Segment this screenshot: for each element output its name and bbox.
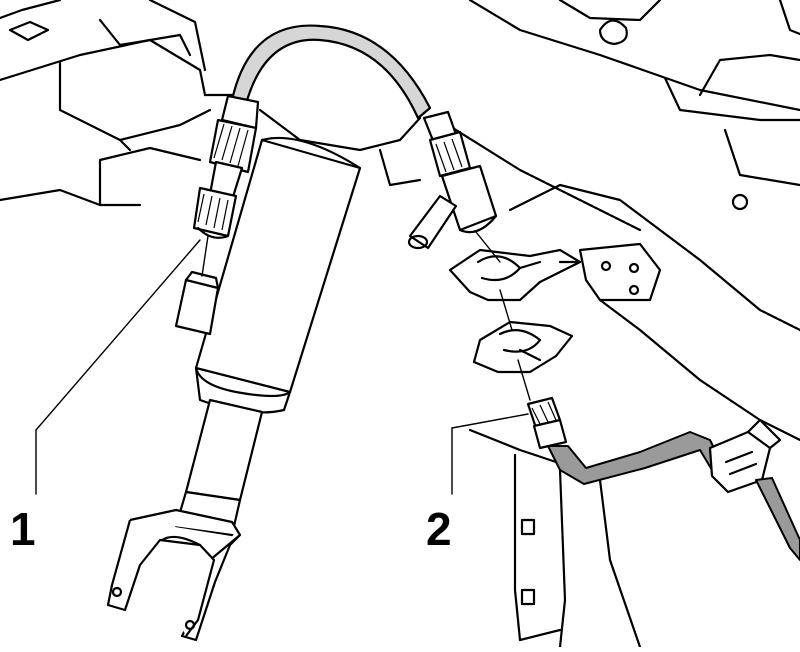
hydraulic-hose-loop bbox=[230, 24, 432, 120]
callout-1-label: 1 bbox=[10, 503, 36, 555]
callout-2-label: 2 bbox=[426, 503, 452, 555]
callout-1-leader bbox=[35, 239, 201, 431]
damper-rod-and-fork bbox=[106, 398, 264, 642]
retaining-clip-lower bbox=[472, 320, 574, 374]
body-structure-top-left bbox=[0, 0, 242, 207]
assembly-guide-lines bbox=[201, 231, 531, 401]
body-panel-middle bbox=[258, 108, 800, 442]
callout-2-leader bbox=[451, 413, 529, 429]
body-structure-top-right bbox=[468, 0, 800, 211]
retaining-clip-upper bbox=[448, 242, 662, 302]
brake-pipe-assembly bbox=[526, 396, 800, 561]
hose-fitting-left bbox=[174, 94, 260, 336]
hose-fitting-right bbox=[407, 110, 498, 250]
mounting-bracket-lower bbox=[468, 428, 642, 649]
